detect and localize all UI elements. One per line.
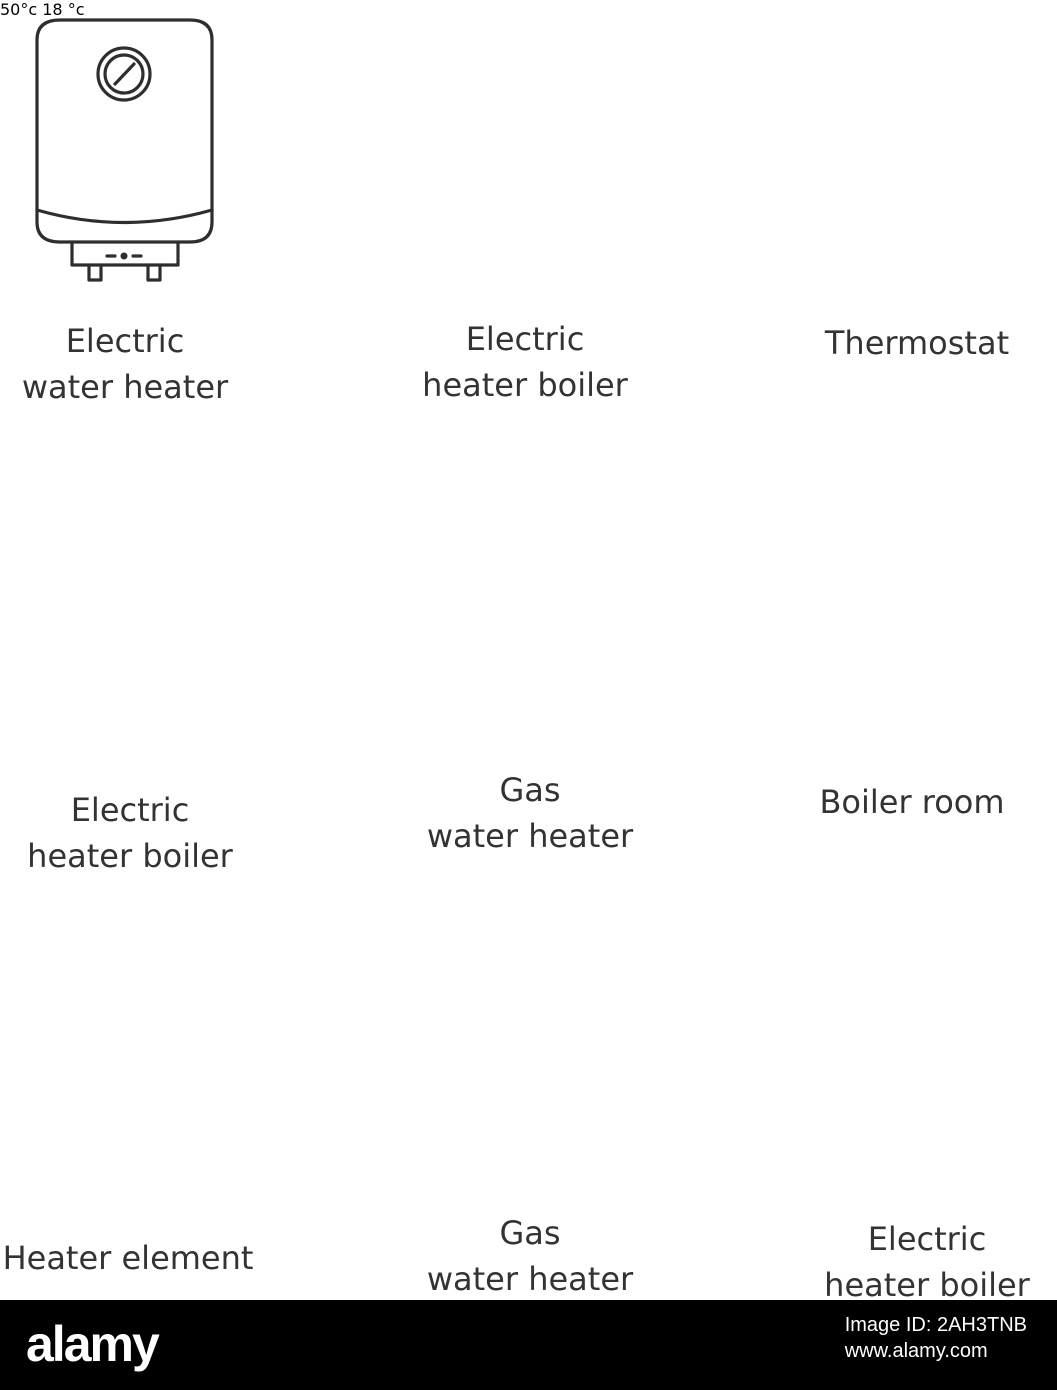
electric-heater-boiler-icon: 50°c (0, 0, 42, 19)
image-id-text: Image ID: 2AH3TNB (844, 1314, 1027, 1336)
image-id-block: Image ID: 2AH3TNB www.alamy.com (845, 1312, 1027, 1364)
label-line: Gas (499, 771, 561, 809)
label-line: Electric (867, 1220, 987, 1258)
boiler-room-label: Boiler room (787, 779, 1037, 825)
label-line: water heater (426, 1260, 634, 1298)
boiler-display-text: 50°c (0, 0, 38, 19)
thermostat-icon: 18 °c (42, 0, 84, 19)
label-line: Thermostat (824, 324, 1010, 362)
label-line: heater boiler (422, 366, 628, 404)
icon-set-canvas: 50°c 18 °c (0, 0, 1042, 1304)
electric-water-heater-label: Electric water heater (0, 318, 250, 410)
label-line: Electric (70, 791, 190, 829)
label-line: Electric (465, 320, 585, 358)
watermark-footer: alamy Image ID: 2AH3TNB www.alamy.com (0, 1300, 1057, 1390)
electric-heater-boiler-2-label: Electric heater boiler (5, 787, 255, 879)
thermostat-unit: °c (67, 0, 85, 19)
gas-water-heater-label: Gas water heater (405, 767, 655, 859)
label-line: heater boiler (27, 837, 233, 875)
electric-heater-boiler-3-label: Electric heater boiler (802, 1216, 1052, 1308)
thermostat-display-value: 18 (42, 0, 63, 19)
label-line: heater boiler (824, 1266, 1030, 1304)
label-line: Gas (499, 1214, 561, 1252)
site-url-text: www.alamy.com (844, 1340, 988, 1362)
label-line: Boiler room (819, 783, 1005, 821)
icon-set-drawing (35, 18, 214, 282)
gas-water-heater-2-label: Gas water heater (405, 1210, 655, 1302)
thermostat-label: Thermostat (792, 320, 1042, 366)
label-line: Heater element (2, 1239, 254, 1277)
electric-water-heater-icon (35, 18, 214, 282)
label-line: Electric (65, 322, 185, 360)
label-line: water heater (426, 817, 634, 855)
brand-logo: alamy (26, 1316, 160, 1372)
electric-heater-boiler-label: Electric heater boiler (400, 316, 650, 408)
label-line: water heater (21, 368, 229, 406)
heater-element-label: Heater element (0, 1235, 256, 1281)
